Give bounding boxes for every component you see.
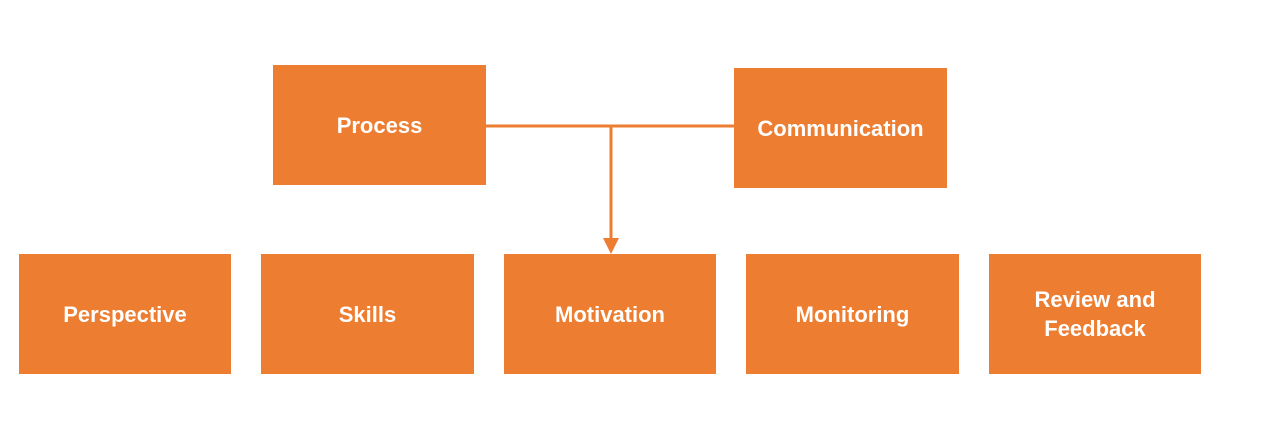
process-box: Process (273, 65, 486, 185)
review-feedback-label: Review and Feedback (1034, 287, 1156, 341)
perspective-box: Perspective (19, 254, 231, 374)
motivation-box: Motivation (504, 254, 716, 374)
motivation-label: Motivation (555, 301, 665, 327)
arrowhead-icon (603, 238, 619, 254)
skills-box: Skills (261, 254, 474, 374)
perspective-label: Perspective (63, 301, 187, 327)
process-label: Process (336, 112, 423, 138)
communication-box: Communication (734, 68, 947, 188)
review-feedback-box: Review and Feedback (989, 254, 1201, 374)
skills-label: Skills (338, 301, 397, 327)
monitoring-box: Monitoring (746, 254, 959, 374)
monitoring-label: Monitoring (795, 301, 910, 327)
communication-label: Communication (757, 115, 924, 141)
